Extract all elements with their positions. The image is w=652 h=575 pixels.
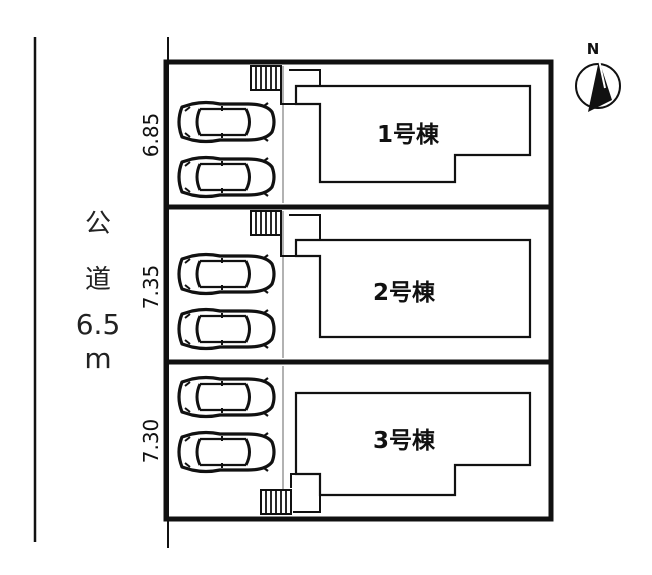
unit-label: 2号棟 bbox=[373, 280, 436, 306]
site-boundary bbox=[163, 59, 554, 522]
road-width-value: 6.5 bbox=[76, 308, 121, 341]
car-icon bbox=[177, 100, 276, 144]
stairs-icon bbox=[260, 489, 292, 515]
frontage-dimension: 6.85 bbox=[139, 113, 163, 158]
road-label-char-1: 公 bbox=[85, 209, 111, 239]
building-outline bbox=[294, 238, 532, 339]
north-label: N bbox=[587, 40, 600, 58]
lot-2: 7.35 2号棟 bbox=[139, 210, 532, 358]
car-icon bbox=[177, 375, 276, 419]
road-label-char-2: 道 bbox=[85, 265, 111, 295]
unit-label: 3号棟 bbox=[373, 428, 436, 454]
car-icon bbox=[177, 155, 276, 199]
stairs-icon bbox=[250, 210, 282, 236]
car-icon bbox=[177, 252, 276, 296]
car-icon bbox=[177, 307, 276, 351]
road-width-unit: m bbox=[84, 342, 111, 375]
frontage-dimension: 7.35 bbox=[139, 265, 163, 310]
unit-label: 1号棟 bbox=[377, 122, 440, 148]
building-outline bbox=[294, 391, 532, 497]
car-icon bbox=[177, 430, 276, 474]
lot-3: 7.30 3号棟 bbox=[139, 366, 532, 515]
lot-1: 6.85 1号棟 bbox=[139, 65, 532, 203]
frontage-dimension: 7.30 bbox=[139, 419, 163, 464]
stairs-icon bbox=[250, 65, 282, 91]
building-outline bbox=[294, 84, 532, 184]
entrance-outline bbox=[290, 473, 321, 513]
north-arrow-icon bbox=[575, 59, 621, 112]
